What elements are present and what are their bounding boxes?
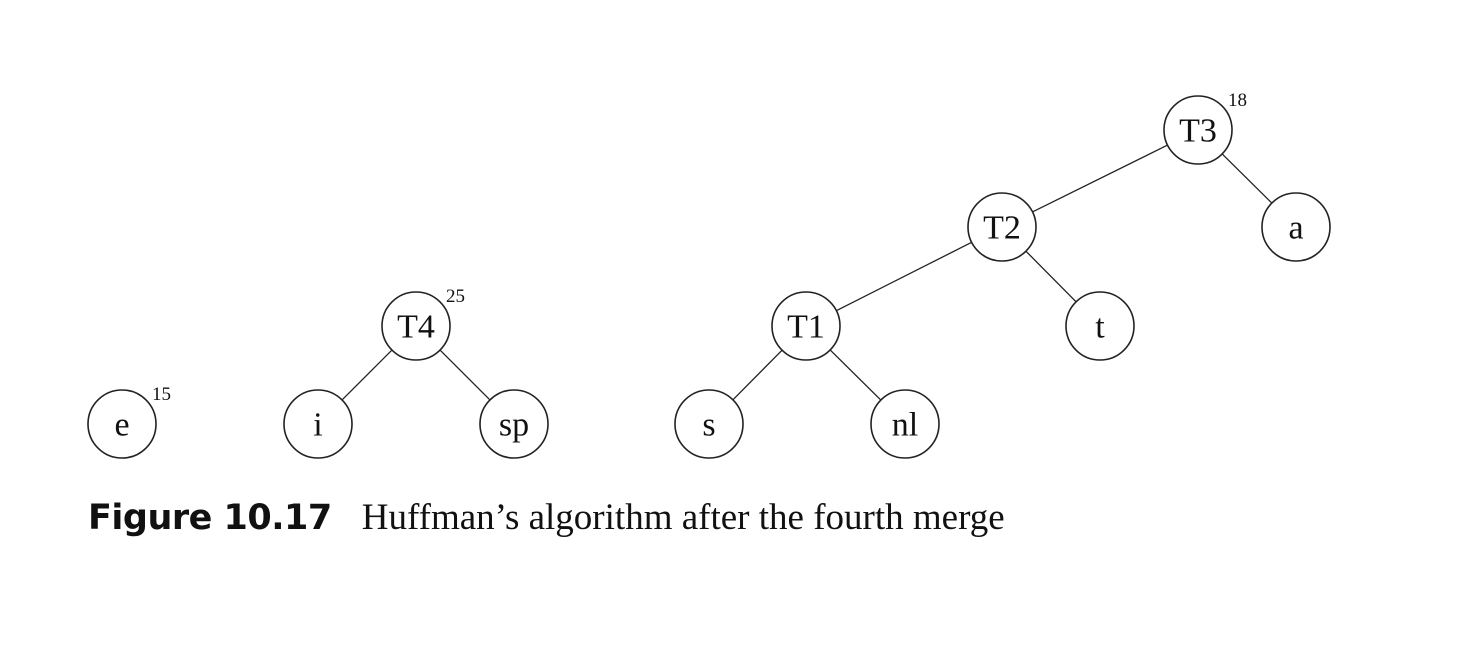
node-circle-t (1065, 291, 1135, 361)
node-label-sp: sp (499, 407, 529, 444)
node-a: a (1261, 192, 1331, 262)
node-label-t3: T3 (1179, 113, 1217, 150)
node-t: t (1065, 291, 1135, 361)
node-circle-i (283, 389, 353, 459)
edge-t3-a (1221, 153, 1273, 204)
node-e: e 15 (87, 384, 171, 459)
node-i: i (283, 389, 353, 459)
node-circle-t3 (1163, 95, 1233, 165)
edge-t1-s (732, 349, 783, 401)
node-circle-t2 (967, 192, 1037, 262)
node-t4: T4 25 (381, 286, 465, 361)
node-label-i: i (313, 407, 322, 444)
node-label-t2: T2 (983, 210, 1021, 247)
node-t2: T2 (967, 192, 1037, 262)
figure-number: Figure 10.17 (88, 498, 332, 538)
figure-caption: Figure 10.17 Huffman’s algorithm after th… (88, 496, 1005, 539)
node-circle-t4 (381, 291, 451, 361)
node-s: s (674, 389, 744, 459)
edge-t2-t1 (836, 241, 972, 312)
node-label-s: s (702, 407, 715, 444)
node-label-e: e (114, 407, 129, 444)
edge-t2-t (1025, 250, 1077, 303)
node-circle-t1 (771, 291, 841, 361)
node-sp: sp (479, 389, 549, 459)
node-label-t1: T1 (787, 309, 825, 346)
edge-t1-nl (829, 349, 882, 401)
figure-caption-text: Huffman’s algorithm after the fourth mer… (361, 497, 1005, 538)
node-circle-sp (479, 389, 549, 459)
node-circle-nl (870, 389, 940, 459)
edge-t3-t2 (1032, 144, 1168, 213)
edges-layer (341, 144, 1273, 401)
node-circle-s (674, 389, 744, 459)
node-weight-t4: 25 (446, 286, 465, 307)
node-weight-t3: 18 (1228, 90, 1247, 111)
node-t3: T3 18 (1163, 90, 1247, 165)
node-label-a: a (1288, 210, 1303, 247)
node-circle-e (87, 389, 157, 459)
node-t1: T1 (771, 291, 841, 361)
edge-t4-i (341, 349, 393, 401)
node-label-nl: nl (892, 407, 918, 444)
edge-t4-sp (439, 349, 491, 401)
node-label-t: t (1095, 309, 1105, 346)
node-weight-e: 15 (152, 384, 171, 405)
node-circle-a (1261, 192, 1331, 262)
node-nl: nl (870, 389, 940, 459)
node-label-t4: T4 (397, 309, 435, 346)
